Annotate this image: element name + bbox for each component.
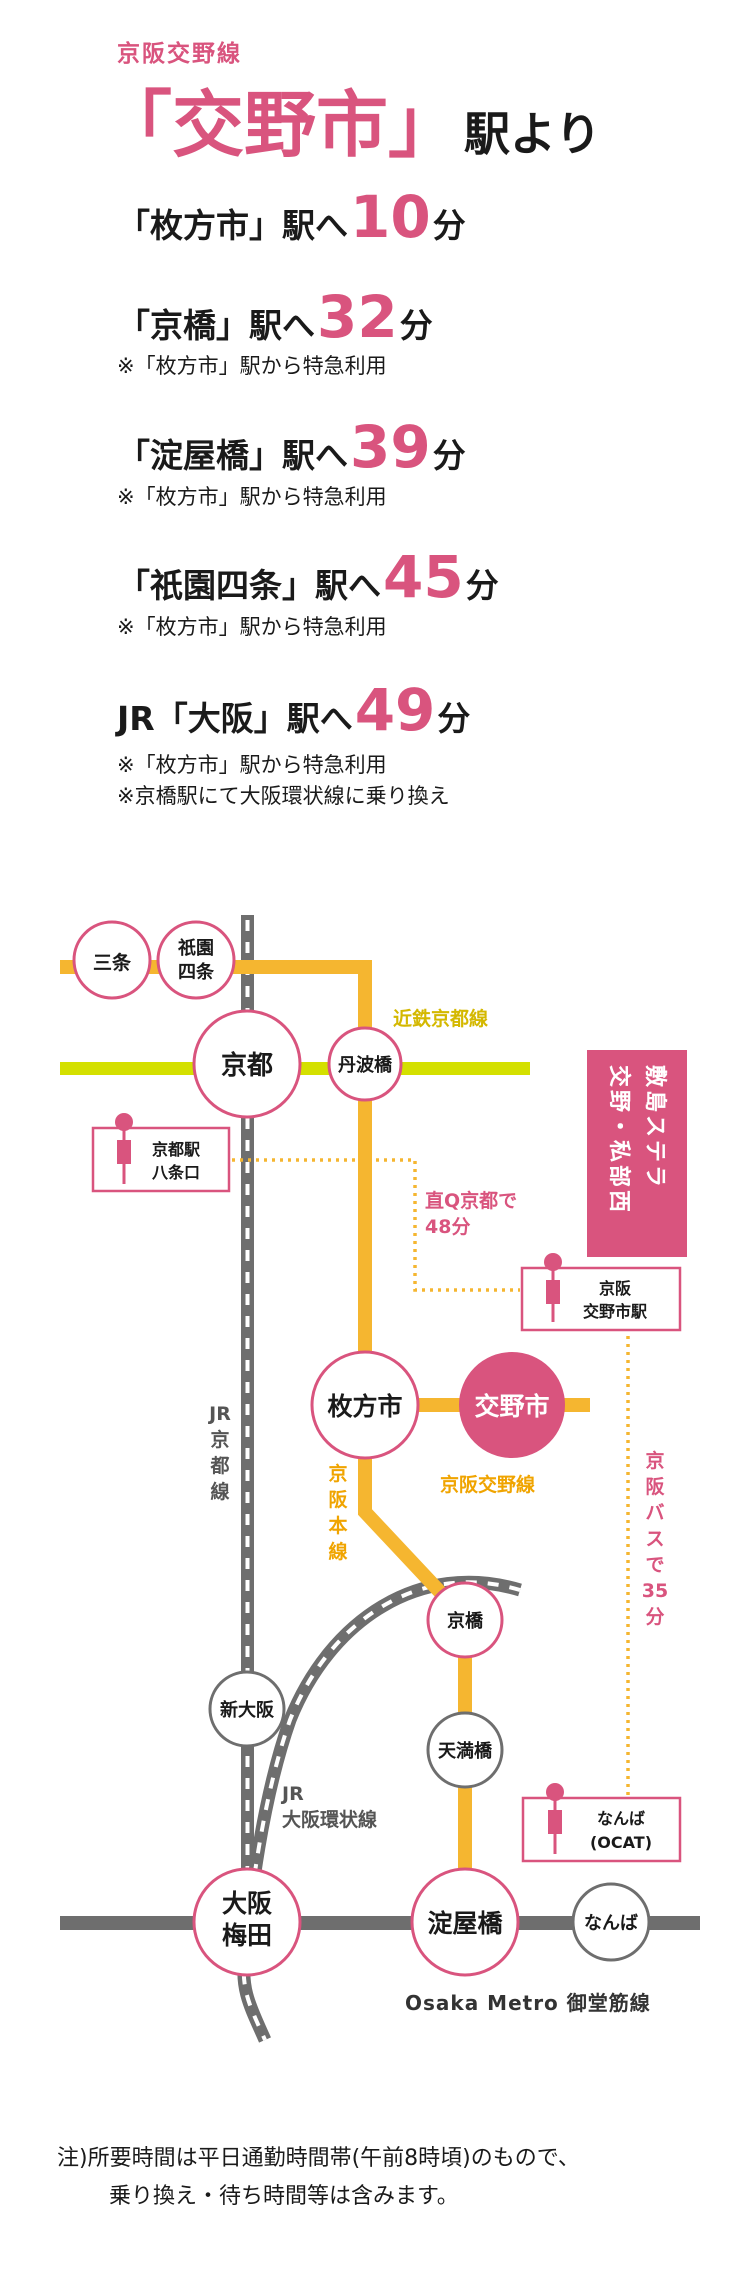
route-unit: 分	[437, 699, 471, 738]
svg-text:阪: 阪	[328, 1488, 348, 1511]
station-sanjo: 三条	[72, 920, 152, 1000]
svg-text:なんば: なんば	[597, 1809, 645, 1828]
jr-loop-line-label-2: 大阪環状線	[282, 1808, 377, 1831]
route-destination: 「枚方市」駅へ	[117, 206, 348, 245]
station-label: 三条	[93, 951, 132, 974]
station-label: なんば	[584, 1913, 638, 1934]
campus-label-1: 敷島ステラ	[642, 1065, 668, 1190]
route-gion-shijo: 「祇園四条」駅へ45分	[117, 543, 499, 611]
station-kyoto: 京都	[192, 1009, 302, 1119]
route-note: ※「枚方市」駅から特急利用	[117, 615, 387, 639]
route-minutes: 49	[354, 676, 436, 744]
station-shin-osaka: 新大阪	[208, 1670, 286, 1748]
station-temmabashi: 天満橋	[426, 1711, 504, 1789]
route-kyobashi: 「京橋」駅へ32分	[117, 283, 433, 351]
route-destination: JR「大阪」駅へ	[117, 699, 353, 738]
svg-text:本: 本	[328, 1514, 347, 1537]
svg-text:八条口: 八条口	[151, 1163, 200, 1182]
route-note: ※京橋駅にて大阪環状線に乗り換え	[117, 784, 450, 808]
route-minutes: 10	[350, 183, 431, 251]
station-label: 交野市	[474, 1392, 549, 1421]
route-unit: 分	[399, 306, 433, 345]
keihan-main-line-label: 京 阪 本 線	[328, 1462, 348, 1563]
route-note: ※「枚方市」駅から特急利用	[117, 753, 387, 777]
svg-text:交野市駅: 交野市駅	[583, 1302, 648, 1321]
route-hirakatashi: 「枚方市」駅へ10分	[117, 183, 466, 251]
route-unit: 分	[465, 566, 499, 605]
jr-loop-line-label-1: JR	[280, 1783, 304, 1805]
station-label: 京都	[221, 1050, 273, 1081]
origin-station-suffix: 駅より	[464, 107, 602, 161]
route-destination: 「祇園四条」駅へ	[117, 566, 381, 605]
svg-text:京都駅: 京都駅	[152, 1140, 201, 1159]
station-namba: なんば	[571, 1882, 651, 1962]
keihan-katano-line-label: 京阪交野線	[440, 1473, 535, 1496]
svg-text:線: 線	[210, 1480, 229, 1503]
station-yodoyabashi: 淀屋橋	[410, 1867, 520, 1977]
svg-text:都: 都	[209, 1455, 229, 1477]
svg-text:京阪: 京阪	[599, 1279, 632, 1298]
svg-text:分: 分	[645, 1606, 664, 1628]
svg-text:バ: バ	[645, 1502, 664, 1524]
midosuji-line-label: Osaka Metro 御堂筋線	[405, 1991, 651, 2015]
route-minutes: 45	[383, 543, 464, 611]
station-label: 天満橋	[438, 1740, 493, 1762]
station-label: 京橋	[447, 1610, 484, 1632]
station-label: 祇園	[177, 937, 214, 959]
station-osaka-umeda: 大阪 梅田	[192, 1867, 302, 1977]
route-minutes: 39	[350, 413, 431, 481]
svg-text:で: で	[645, 1554, 664, 1576]
footnote: 注)所要時間は平日通勤時間帯(午前8時頃)のもので、 乗り換え・待ち時間等は含み…	[57, 2140, 580, 2216]
footnote-line-1: 注)所要時間は平日通勤時間帯(午前8時頃)のもので、	[57, 2146, 580, 2171]
route-destination: 「淀屋橋」駅へ	[117, 436, 348, 475]
station-label: 梅田	[222, 1921, 272, 1950]
origin-station-name: 「交野市」	[100, 83, 461, 167]
route-minutes: 32	[317, 283, 398, 351]
station-katanoshi: 交野市	[459, 1352, 565, 1458]
origin-station-title: 「交野市」駅より	[100, 66, 601, 167]
svg-text:京: 京	[210, 1428, 229, 1451]
bus-stop-kyoto-hachijo: 京都駅 八条口	[91, 1113, 231, 1193]
svg-text:JR: JR	[207, 1403, 231, 1425]
svg-text:(OCAT): (OCAT)	[590, 1833, 652, 1852]
svg-text:京: 京	[645, 1449, 664, 1472]
station-label: 新大阪	[220, 1699, 275, 1721]
route-destination: 「京橋」駅へ	[117, 306, 315, 345]
route-yodoyabashi: 「淀屋橋」駅へ39分	[117, 413, 466, 481]
campus-label-box: 敷島ステラ 交野・私部西	[587, 1050, 687, 1257]
station-label: 丹波橋	[338, 1054, 393, 1076]
route-unit: 分	[432, 436, 466, 475]
svg-text:阪: 阪	[645, 1475, 665, 1498]
station-label: 枚方市	[327, 1392, 402, 1421]
bus-routes	[232, 1158, 630, 1795]
station-hirakatashi: 枚方市	[310, 1350, 420, 1460]
station-label: 大阪	[222, 1889, 272, 1918]
station-kyobashi: 京橋	[426, 1581, 504, 1659]
station-label: 四条	[178, 961, 215, 983]
route-jr-osaka: JR「大阪」駅へ49分	[117, 676, 470, 744]
station-tambabashi: 丹波橋	[327, 1026, 403, 1102]
station-gion-shijo: 祇園 四条	[156, 920, 236, 1000]
route-note: ※「枚方市」駅から特急利用	[117, 485, 387, 509]
campus-label-2: 交野・私部西	[606, 1065, 632, 1215]
chokuq-bus-label-1: 直Q京都で	[425, 1189, 517, 1212]
svg-text:線: 線	[328, 1540, 347, 1563]
svg-text:35: 35	[642, 1580, 668, 1602]
line-name: 京阪交野線	[117, 41, 242, 67]
kintetsu-line-label: 近鉄京都線	[393, 1007, 488, 1030]
chokuq-bus-label-2: 48分	[425, 1216, 470, 1238]
route-note: ※「枚方市」駅から特急利用	[117, 354, 387, 378]
keihan-bus-label: 京 阪 バ ス で 35 分	[642, 1449, 668, 1628]
bus-stop-katanoshi: 京阪 交野市駅	[520, 1253, 682, 1332]
svg-text:ス: ス	[645, 1528, 664, 1550]
jr-kyoto-line-label: JR 京 都 線	[207, 1403, 231, 1503]
station-label: 淀屋橋	[427, 1909, 503, 1938]
bus-stop-namba-ocat: なんば (OCAT)	[521, 1783, 682, 1863]
route-unit: 分	[432, 206, 466, 245]
svg-text:京: 京	[328, 1462, 347, 1485]
footnote-line-2: 乗り換え・待ち時間等は含みます。	[109, 2184, 459, 2209]
